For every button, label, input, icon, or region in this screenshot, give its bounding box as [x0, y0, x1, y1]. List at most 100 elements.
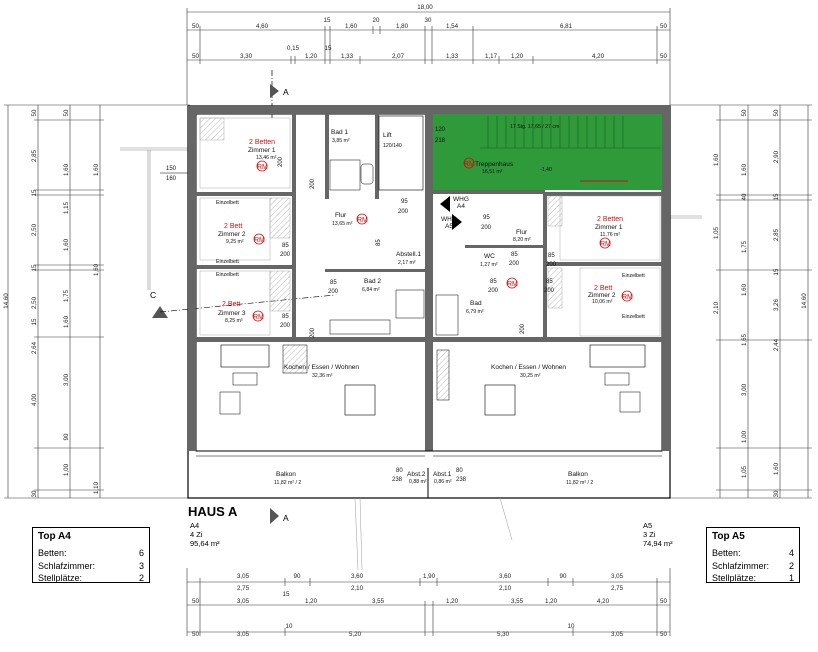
room-name-kew-left: Kochen / Essen / Wohnen: [284, 364, 359, 371]
bottom-dim: 10: [568, 623, 575, 630]
bottom-dim: 3,05: [237, 631, 250, 638]
room-name-z2-left: Zimmer 2: [218, 231, 246, 238]
stair-treads: [480, 116, 660, 149]
svg-text:85: 85: [282, 243, 289, 249]
rm-marker: [356, 213, 368, 225]
right-dimension-chains: [670, 104, 812, 499]
rm-marker: [253, 233, 265, 245]
bottom-dim: 2,75: [237, 585, 250, 592]
svg-text:200: 200: [310, 327, 316, 338]
room-area-z2-left: 9,25 m²: [226, 239, 244, 245]
bottom-dim: 10: [286, 623, 293, 630]
left-dim: 2,64: [31, 341, 38, 354]
section-label-a-top: A: [283, 87, 289, 97]
right-dim: 2,85: [773, 228, 780, 241]
info-title: Top A4: [38, 531, 71, 542]
unit-a5-area: 74,94 m²: [643, 539, 673, 548]
door-dim: 80: [456, 468, 463, 474]
rm-marker: [463, 157, 475, 169]
svg-text:95: 95: [401, 199, 408, 205]
top-dim: 20: [373, 17, 380, 24]
left-dim: 1,60: [63, 238, 70, 251]
room-area-balkon-right: 11,82 m² / 2: [566, 480, 593, 486]
svg-text:200: 200: [520, 323, 526, 334]
bottom-dim: 1,20: [305, 598, 318, 605]
svg-text:85: 85: [330, 280, 337, 286]
right-dim: 1,75: [741, 240, 748, 253]
room-name-flur-left: Flur: [335, 212, 347, 219]
top-dim: 1,20: [305, 53, 318, 60]
room-area-bad1: 3,85 m²: [332, 138, 350, 144]
svg-text:85: 85: [282, 314, 289, 320]
wardrobe: [199, 117, 225, 141]
left-dim: 1,60: [63, 315, 70, 328]
top-dim: 1,20: [511, 53, 524, 60]
right-dim: 1,00: [741, 430, 748, 443]
room-name-abstell1: Abstell.1: [396, 251, 421, 258]
coffee-table: [232, 372, 258, 386]
room-name-z2-right: Zimmer 2: [588, 292, 616, 299]
right-dim: 2,44: [773, 338, 780, 351]
right-railing: [670, 215, 702, 219]
svg-text:85: 85: [511, 252, 518, 258]
right-dim: 50: [773, 109, 780, 116]
rm-marker: [252, 310, 264, 322]
bottom-dim: 4,20: [597, 598, 610, 605]
toilet-icon: [360, 163, 374, 185]
left-dim: 2,50: [31, 296, 38, 309]
top-dim: 1,54: [446, 23, 459, 30]
door-dim: 160: [166, 176, 177, 182]
bottom-dim: 50: [192, 631, 199, 638]
right-dim: 30: [773, 490, 780, 497]
info-title: Top A5: [712, 531, 745, 542]
right-total-dimension: 14,60: [801, 293, 808, 309]
bottom-dim: 2,10: [351, 585, 364, 592]
kitchen-unit: [282, 344, 308, 374]
left-dim: 3,00: [63, 373, 70, 386]
bottom-dim: 15: [283, 591, 290, 598]
room-area-abst2: 0,88 m²: [409, 479, 427, 485]
dining-table-left: [344, 384, 376, 416]
top-dim: 15: [325, 45, 332, 52]
room-name-bad1: Bad 1: [331, 129, 348, 136]
right-dim: 1,60: [773, 462, 780, 475]
room-area-bad-right: 6,79 m²: [466, 309, 484, 315]
left-dim: 50: [31, 109, 38, 116]
left-dim: 1,75: [63, 289, 70, 302]
room-name-z3-left: Zimmer 3: [218, 310, 246, 317]
info-row: Betten:6: [38, 548, 144, 558]
room-name-kew-right: Kochen / Essen / Wohnen: [491, 364, 566, 371]
room-area-balkon-left: 11,82 m² / 2: [274, 480, 301, 486]
bottom-dim: 50: [660, 598, 667, 605]
vanity-counter: [329, 319, 391, 335]
stairwell-fill: [433, 114, 662, 190]
svg-text:200: 200: [280, 252, 291, 258]
bottom-dim: 1,20: [545, 598, 558, 605]
rm-marker: [506, 277, 518, 289]
door-dim: 238: [392, 477, 403, 483]
right-dim: 2,90: [773, 150, 780, 163]
bottom-dim: 50: [192, 598, 199, 605]
bottom-dimension-chains: [186, 568, 671, 636]
top-dim: 30: [425, 17, 432, 24]
room-name-bad-right: Bad: [470, 300, 482, 307]
room-name-balkon-right: Balkon: [568, 471, 588, 478]
sofa-left: [220, 344, 270, 368]
bed-single-right: [579, 267, 661, 337]
wardrobe: [269, 197, 291, 239]
top-dim: 2,07: [392, 53, 405, 60]
door-dim: 120: [435, 127, 446, 133]
left-dim: 1,10: [93, 481, 100, 494]
room-area-abst1: 0,86 m²: [434, 479, 452, 485]
coffee-table: [604, 372, 630, 386]
top-dimension-chains: [186, 8, 671, 105]
top-dim: 3,30: [240, 53, 253, 60]
left-dim: 1,60: [63, 163, 70, 176]
left-dim: 15: [31, 189, 38, 196]
top-dim: 1,17: [485, 53, 498, 60]
bottom-dim: 90: [294, 573, 301, 580]
left-dimension-chains: [4, 104, 190, 499]
unit-a5-name: A5: [643, 521, 653, 530]
top-dim: 1,33: [446, 53, 459, 60]
